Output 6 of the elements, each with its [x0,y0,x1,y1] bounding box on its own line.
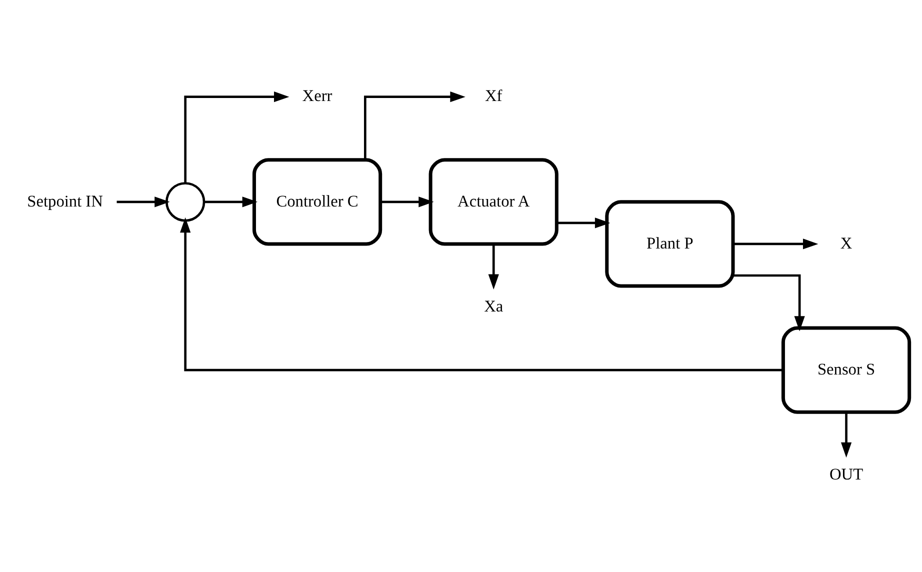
node-text: X [840,233,852,252]
node-text: Xerr [302,86,332,106]
node-text: OUT [828,464,863,484]
node-text: Xa [484,296,503,316]
node-text: Setpoint IN [26,191,102,210]
node-text: Xf [484,86,502,106]
